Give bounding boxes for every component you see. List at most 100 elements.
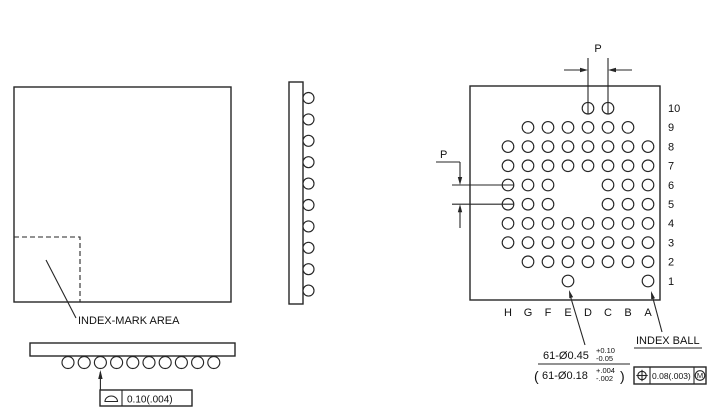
side-bump [302,134,315,147]
ball-D8 [581,140,595,153]
ball-G3 [521,236,535,249]
pitch-dimension-top: P [564,43,632,114]
ball-E7 [561,159,575,173]
ball-H4 [501,217,515,230]
pitch-left-arrow-bottom [457,204,463,213]
ball-size-leader [569,290,586,346]
position-frame-box [633,366,707,385]
ball-G5 [521,197,535,211]
bottom-view-body [469,85,661,301]
ball-E4 [561,217,575,230]
coplanarity-frame: 0.10(.004) [99,389,193,407]
side-bump [302,113,315,126]
index-ball-callout: INDEX BALL [634,291,702,349]
ball-A4 [641,217,655,230]
pitch-left-arrow-top [457,177,463,185]
side-bump [302,198,315,212]
side-bump [302,177,315,190]
ball-B3 [621,236,635,249]
ball-C9 [601,121,615,134]
ball-size-callout: 61-Ø0.45 +0.10 -0.05 ( 61-Ø0.18 +.004 -.… [534,344,707,385]
row-label-2: 2 [668,257,674,269]
ball-F4 [541,217,555,230]
top-view: INDEX-MARK AREA [13,86,232,327]
mmc-modifier-icon: M [694,370,706,381]
ball-A3 [641,236,655,249]
front-bump [207,355,221,370]
front-bump [77,355,91,370]
ball-B6 [621,178,635,192]
column-label-D: D [584,307,592,319]
pitch-top-arrow-right [608,67,616,73]
ball-E2 [561,255,575,269]
ball-dia-mm: 61-Ø0.45 +0.10 -0.05 [543,344,618,363]
ball-G6 [521,178,535,192]
ball-B7 [621,159,635,173]
ball-E9 [561,121,575,134]
ball-E8 [561,140,575,153]
ball-B8 [621,140,635,153]
ball-D9 [581,121,595,134]
ball-F6 [541,178,555,192]
ball-F7 [541,159,555,173]
front-bump [61,355,75,370]
side-view-body [288,81,304,305]
ball-F8 [541,140,555,153]
pitch-dimension-left: P [436,149,514,228]
ball-G2 [521,255,535,269]
ball-G8 [521,140,535,153]
ball-H3 [501,236,515,249]
side-bump [302,91,315,105]
ball-D3 [581,236,595,249]
row-label-8: 8 [668,141,674,153]
side-view [288,81,315,305]
ball-C8 [601,140,615,153]
column-label-A: A [644,307,652,319]
seating-plane-icon [104,395,119,403]
ball-C4 [601,217,615,230]
column-label-G: G [524,307,533,319]
ball-D4 [581,217,595,230]
ball-A2 [641,255,655,269]
top-view-body [13,86,232,303]
ball-F3 [541,236,555,249]
position-symbol-icon [636,369,648,382]
ball-A8 [641,140,655,153]
ball-A1 [641,274,655,288]
front-bump [126,355,140,370]
ball-B2 [621,255,635,269]
ball-F9 [541,121,555,134]
ball-E1 [561,274,575,288]
row-label-3: 3 [668,237,674,249]
index-mark-area-label: INDEX-MARK AREA [78,315,180,327]
ball-D2 [581,255,595,269]
index-mark-leader [45,259,77,319]
ball-C5 [601,197,615,211]
ball-C6 [601,178,615,192]
front-bump [158,355,172,370]
index-mark-boundary [14,236,81,302]
ball-G9 [521,121,535,134]
column-label-B: B [624,307,631,319]
side-bump [302,263,315,276]
front-bump [93,355,107,370]
ball-dia-inch: ( 61-Ø0.18 +.004 -.002 ) [534,364,625,384]
position-tolerance-value: 0.08(.003) [652,371,691,381]
ball-C7 [601,159,615,173]
ball-E3 [561,236,575,249]
coplanarity-frame-box [99,389,193,407]
row-label-4: 4 [668,218,674,230]
column-label-E: E [564,307,571,319]
column-label-C: C [604,307,612,319]
index-ball-label: INDEX BALL [636,335,700,347]
index-ball-leader [650,292,663,333]
row-label-10: 10 [668,103,680,115]
front-view: 0.10(.004) [29,342,236,407]
coplanarity-arrow [98,370,103,379]
side-bump [302,220,315,233]
row-label-9: 9 [668,122,674,134]
ball-C3 [601,236,615,249]
